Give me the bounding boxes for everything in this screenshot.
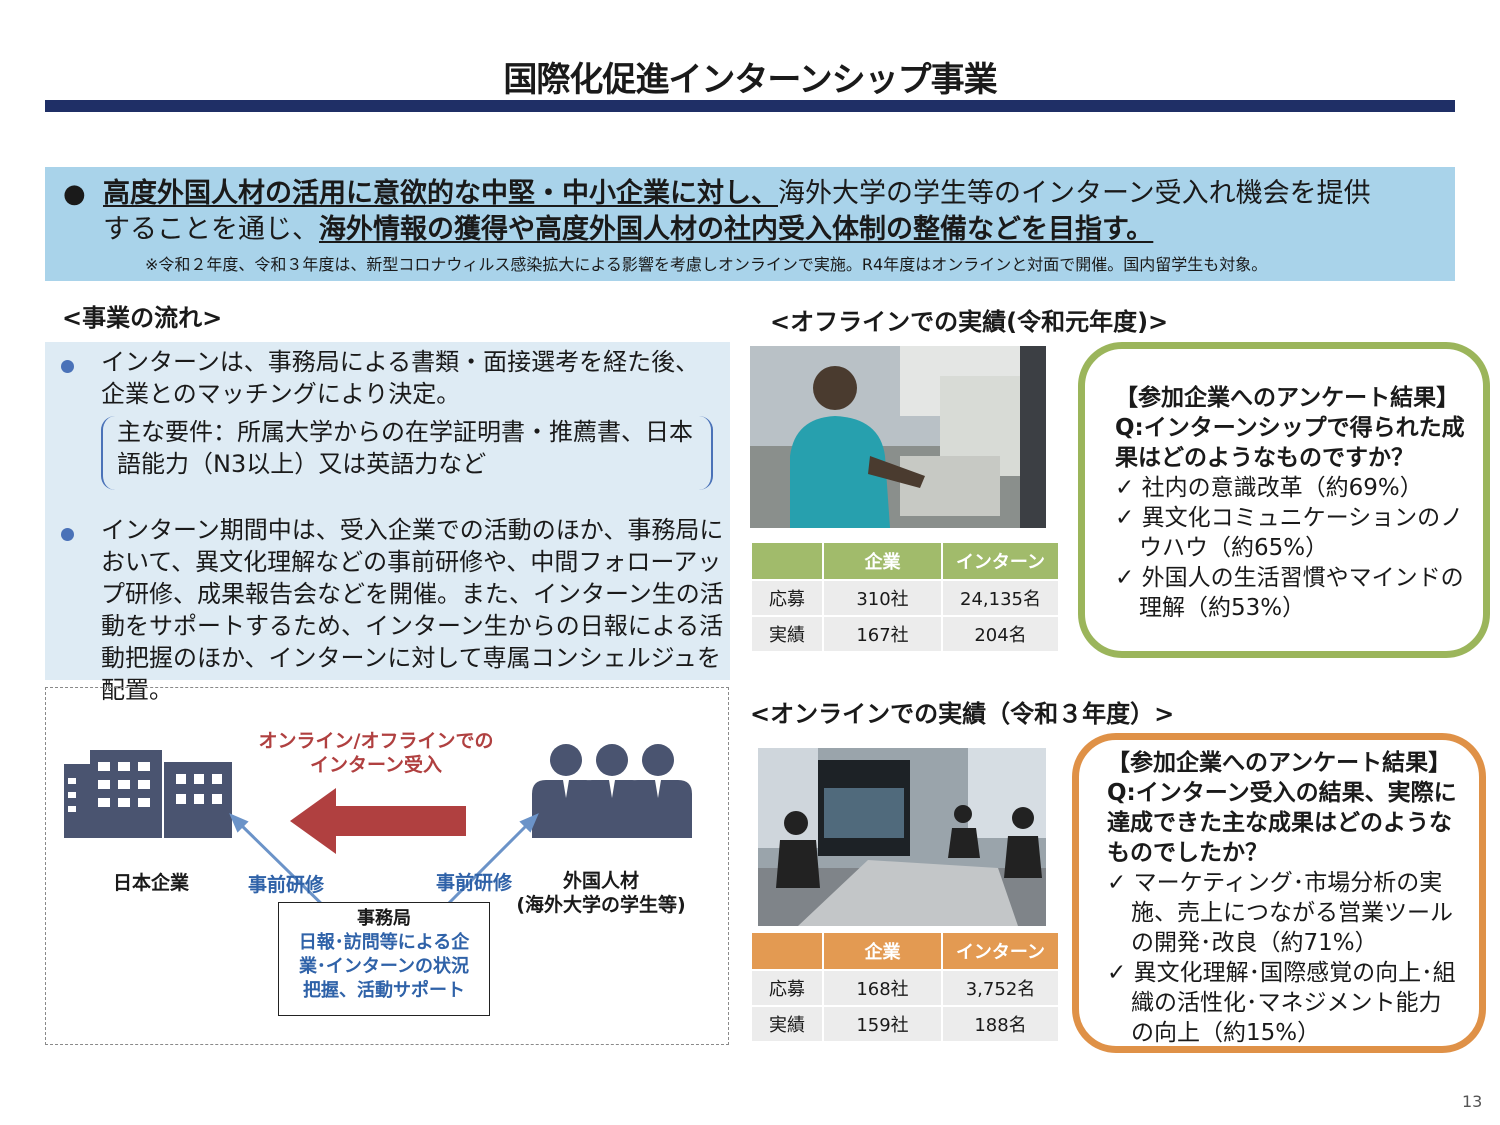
summary-banner: ● 高度外国人材の活用に意欲的な中堅・中小企業に対し、海外大学の学生等のインター…	[45, 167, 1455, 281]
table-row: 実績 159社 188名	[752, 1007, 1058, 1041]
page-title: 国際化促進インターンシップ事業	[503, 60, 997, 100]
table-header-cell	[752, 933, 822, 969]
offline-table: 企業 インターン 応募 310社 24,135名 実績 167社 204名	[750, 541, 1060, 653]
title-rule	[45, 100, 1455, 112]
arrow-left-icon	[290, 788, 466, 854]
summary-bold-1: 高度外国人材の活用に意欲的な中堅・中小企業に対し、	[103, 178, 778, 209]
table-cell: 168社	[824, 971, 941, 1005]
bullet-icon	[61, 360, 74, 373]
secretariat-desc-2: 業･インターンの状況	[298, 956, 470, 977]
flow-heading: <事業の流れ>	[62, 304, 223, 332]
table-header-cell	[752, 543, 822, 579]
online-photo-image	[758, 748, 1046, 926]
table-row: 応募 310社 24,135名	[752, 581, 1058, 615]
table-cell: 実績	[752, 617, 822, 651]
bullet-icon	[61, 528, 74, 541]
people-icon	[532, 744, 692, 838]
summary-note: ※令和２年度、令和３年度は、新型コロナウィルス感染拡大による影響を考慮しオンライ…	[145, 255, 1268, 274]
survey-item: ✓ 外国人の生活習慣やマインドの理解（約53%）	[1115, 565, 1464, 621]
offline-photo	[750, 346, 1046, 528]
secretariat-desc-3: 把握、活動サポート	[303, 980, 465, 1001]
table-cell: 204名	[943, 617, 1058, 651]
survey-item: ✓ マーケティング･市場分析の実施、売上につながる営業ツールの開発･改良（約71…	[1107, 870, 1453, 956]
online-heading: <オンラインでの実績（令和３年度）>	[750, 700, 1175, 728]
pretraining-right-label: 事前研修	[435, 872, 512, 894]
table-row: 実績 167社 204名	[752, 617, 1058, 651]
offline-survey-box: 【参加企業へのアンケート結果】 Q:インターンシップで得られた成 果はどのような…	[1078, 342, 1490, 658]
flow-bullet-1-text: インターンは、事務局による書類・面接選考を経た後、企業とのマッチングにより決定。	[101, 348, 700, 408]
survey-question-1: Q:インターンシップで得られた成	[1115, 415, 1465, 441]
flow-box: インターンは、事務局による書類・面接選考を経た後、企業とのマッチングにより決定。…	[45, 342, 730, 704]
flow-bullet-2: インターン期間中は、受入企業での活動のほか、事務局において、異文化理解などの事前…	[45, 514, 730, 706]
survey-question-2: 果はどのようなものですか？	[1115, 445, 1414, 471]
survey-heading: 【参加企業へのアンケート結果】	[1107, 750, 1452, 776]
flow-diagram: オンライン/オフラインでの インターン受入 日本企業 外国人材 (海外大学の学生…	[45, 687, 729, 1045]
talent-sublabel: (海外大学の学生等)	[516, 894, 686, 916]
summary-line-1: 高度外国人材の活用に意欲的な中堅・中小企業に対し、海外大学の学生等のインターン受…	[103, 177, 1371, 211]
summary-bold-2: 海外情報の獲得や高度外国人材の社内受入体制の整備などを目指す。	[319, 214, 1154, 245]
table-header-cell: 企業	[824, 933, 941, 969]
survey-item: ✓ 社内の意識改革（約69%）	[1115, 475, 1423, 501]
page-number: 13	[1462, 1092, 1483, 1111]
talent-label: 外国人材	[562, 870, 639, 892]
table-cell: 310社	[824, 581, 941, 615]
table-cell: 3,752名	[943, 971, 1058, 1005]
table-cell: 実績	[752, 1007, 822, 1041]
table-header-cell: インターン	[943, 543, 1058, 579]
table-cell: 159社	[824, 1007, 941, 1041]
arrow-label-1: オンライン/オフラインでの	[258, 730, 494, 752]
table-header-cell: インターン	[943, 933, 1058, 969]
survey-question-1: Q:インターン受入の結果、実際に	[1107, 780, 1457, 806]
arrow-label-2: インターン受入	[309, 754, 443, 776]
flow-bullet-1: インターンは、事務局による書類・面接選考を経た後、企業とのマッチングにより決定。	[45, 346, 730, 410]
secretariat-desc-1: 日報･訪問等による企	[298, 932, 470, 953]
table-cell: 188名	[943, 1007, 1058, 1041]
table-row: 応募 168社 3,752名	[752, 971, 1058, 1005]
table-header-row: 企業 インターン	[752, 543, 1058, 579]
survey-heading: 【参加企業へのアンケート結果】	[1115, 385, 1460, 411]
pretraining-left-label: 事前研修	[247, 874, 324, 896]
table-cell: 167社	[824, 617, 941, 651]
summary-text-1: 海外大学の学生等のインターン受入れ機会を提供	[778, 178, 1371, 209]
bullet-icon: ●	[63, 179, 86, 209]
diagram-graphics	[64, 744, 692, 920]
table-cell: 応募	[752, 581, 822, 615]
survey-question-3: ものでしたか？	[1107, 840, 1268, 866]
survey-item: ✓ 異文化コミュニケーションのノウハウ（約65%）	[1115, 505, 1464, 561]
online-table: 企業 インターン 応募 168社 3,752名 実績 159社 188名	[750, 931, 1060, 1043]
survey-question-2: 達成できた主な成果はどのような	[1107, 810, 1452, 836]
company-label: 日本企業	[112, 872, 189, 894]
survey-item: ✓ 異文化理解･国際感覚の向上･組織の活性化･マネジメント能力の向上（約15%）	[1107, 960, 1456, 1046]
summary-text-2: することを通じ、	[103, 214, 319, 245]
online-survey-box: 【参加企業へのアンケート結果】 Q:インターン受入の結果、実際に 達成できた主な…	[1072, 733, 1486, 1053]
offline-heading: <オフラインでの実績(令和元年度)>	[770, 308, 1169, 336]
secretariat-title: 事務局	[357, 908, 411, 929]
table-cell: 24,135名	[943, 581, 1058, 615]
table-header-row: 企業 インターン	[752, 933, 1058, 969]
building-icon	[64, 750, 232, 838]
offline-photo-image	[750, 346, 1046, 528]
flow-bullet-2-text: インターン期間中は、受入企業での活動のほか、事務局において、異文化理解などの事前…	[101, 516, 724, 704]
secretariat-box: 事務局 日報･訪問等による企 業･インターンの状況 把握、活動サポート	[278, 902, 490, 1016]
table-header-cell: 企業	[824, 543, 941, 579]
online-photo	[758, 748, 1046, 926]
table-cell: 応募	[752, 971, 822, 1005]
summary-line-2: することを通じ、海外情報の獲得や高度外国人材の社内受入体制の整備などを目指す。	[103, 213, 1153, 247]
requirements-box: 主な要件：所属大学からの在学証明書・推薦書、日本語能力（N3以上）又は英語力など	[101, 416, 713, 490]
